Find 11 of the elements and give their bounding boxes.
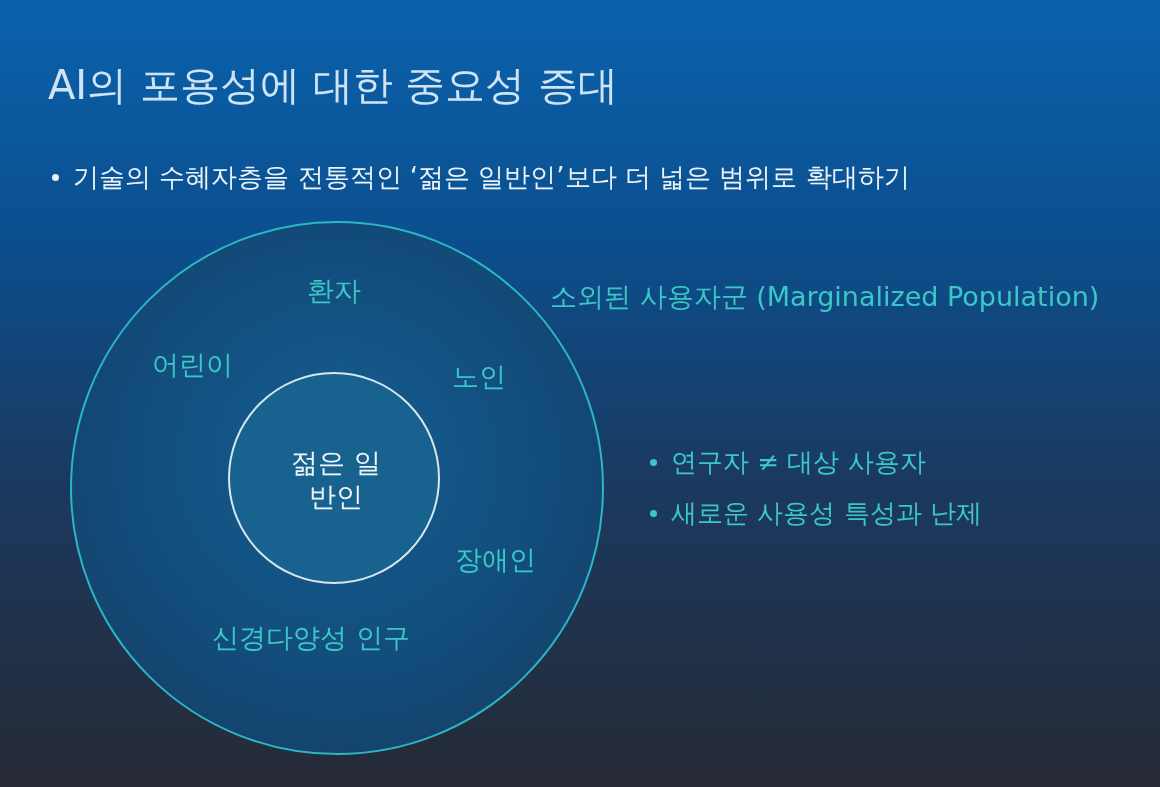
bullet-text: 연구자 ≠ 대상 사용자 <box>671 446 926 479</box>
group-label: 젊은 일반인 <box>290 446 382 514</box>
group-label: 장애인 <box>454 543 536 577</box>
circle-caption: 소외된 사용자군 (Marginalized Population) <box>550 280 1100 314</box>
bullet-text: 기술의 수혜자층을 전통적인 ‘젊은 일반인’보다 더 넓은 범위로 확대하기 <box>73 161 910 194</box>
bullet-text: 새로운 사용성 특성과 난제 <box>671 497 982 530</box>
group-label: 노인 <box>452 360 506 394</box>
group-label: 환자 <box>307 274 361 308</box>
group-label: 신경다양성 인구 <box>212 621 410 655</box>
group-label: 어린이 <box>151 348 233 382</box>
slide-title: AI의 포용성에 대한 중요성 증대 <box>48 61 619 110</box>
